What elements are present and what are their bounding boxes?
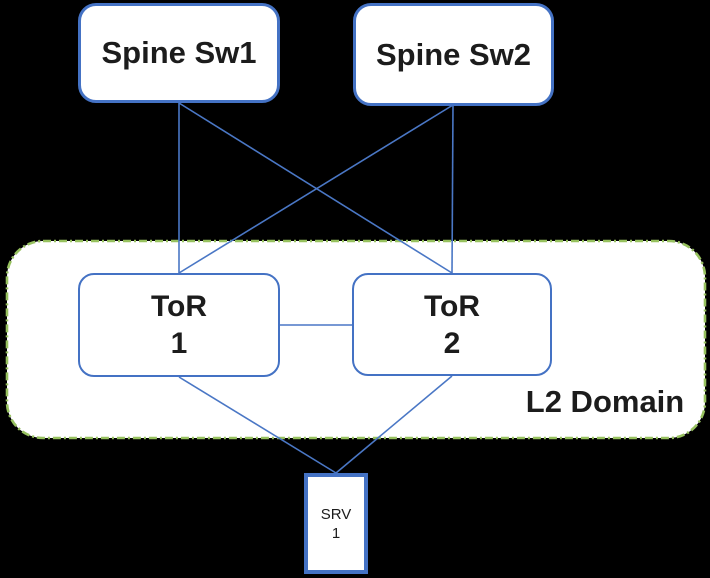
node-tor-1-label-line2: 1 <box>170 327 188 360</box>
node-spine-sw2-label: Spine Sw2 <box>375 36 532 72</box>
node-srv-1: SRV 1 <box>304 473 368 574</box>
link-spine-sw2-tor-1 <box>178 104 454 274</box>
node-spine-sw2: Spine Sw2 <box>353 3 554 106</box>
l2-domain-label: L2 Domain <box>525 384 685 419</box>
node-srv-1-label-line2: 1 <box>331 524 341 542</box>
node-spine-sw1-label: Spine Sw1 <box>101 35 257 70</box>
link-tor-2-srv-1 <box>335 375 453 474</box>
node-tor-2-label-line1: ToR <box>423 289 481 323</box>
link-tor-1-srv-1 <box>178 376 337 474</box>
node-spine-sw1: Spine Sw1 <box>78 3 280 103</box>
node-tor-2-label-line2: 2 <box>443 326 461 360</box>
link-spine-sw2-tor-2 <box>451 104 454 274</box>
link-spine-sw1-tor-2 <box>178 102 453 274</box>
node-tor-1-label-line1: ToR <box>150 290 208 323</box>
node-srv-1-label-line1: SRV <box>320 505 352 523</box>
node-tor-2: ToR 2 <box>352 273 552 376</box>
node-tor-1: ToR 1 <box>78 273 280 377</box>
